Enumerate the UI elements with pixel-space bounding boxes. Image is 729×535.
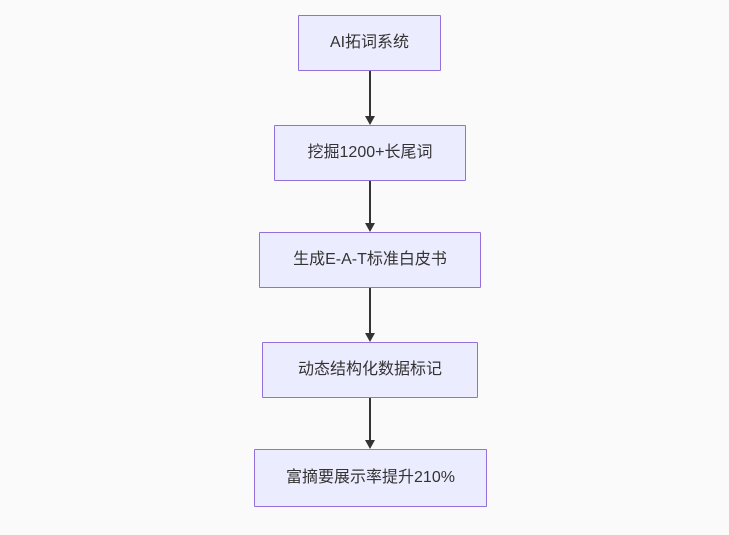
arrowhead-down-icon xyxy=(365,223,375,232)
arrow-line xyxy=(369,181,371,223)
flowchart-node-eat-whitepaper: 生成E-A-T标准白皮书 xyxy=(259,232,481,288)
arrowhead-down-icon xyxy=(365,440,375,449)
node-label: AI拓词系统 xyxy=(329,34,410,51)
node-label: 动态结构化数据标记 xyxy=(297,361,442,378)
flowchart-node-structured-data: 动态结构化数据标记 xyxy=(262,342,478,398)
arrow-line xyxy=(369,288,371,333)
flow-arrow-3 xyxy=(363,288,377,342)
flow-arrow-4 xyxy=(363,398,377,449)
node-label: 挖掘1200+长尾词 xyxy=(307,144,433,161)
arrow-line xyxy=(369,398,371,440)
flowchart-node-ai-keyword-system: AI拓词系统 xyxy=(298,15,441,71)
arrow-line xyxy=(369,71,371,116)
arrowhead-down-icon xyxy=(365,333,375,342)
arrowhead-down-icon xyxy=(365,116,375,125)
flow-arrow-2 xyxy=(363,181,377,232)
flowchart-node-rich-snippet-result: 富摘要展示率提升210% xyxy=(254,449,487,507)
node-label: 生成E-A-T标准白皮书 xyxy=(293,251,447,268)
flow-arrow-1 xyxy=(363,71,377,125)
node-label: 富摘要展示率提升210% xyxy=(286,469,455,486)
flowchart-node-longtail-mining: 挖掘1200+长尾词 xyxy=(274,125,466,181)
